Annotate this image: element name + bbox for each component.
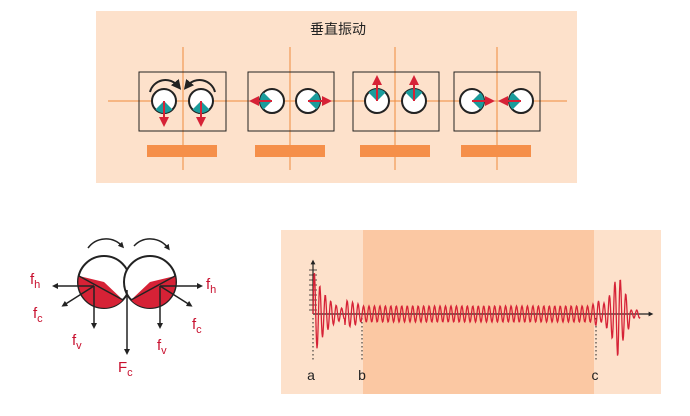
mode-box-3 (352, 71, 440, 132)
left-roll-rotation-arrow (87, 238, 125, 249)
label-fh-left: fh (30, 271, 40, 291)
mode-box-2 (247, 71, 335, 132)
top-panel-title: 垂直振动 (310, 21, 366, 37)
rotate-cw-arrow (149, 78, 182, 93)
marker-a: a (307, 367, 315, 383)
waveform-panel: a b c (281, 230, 661, 394)
label-bar-3 (360, 145, 430, 157)
top-panel: 垂直振动 (96, 11, 577, 183)
marker-b: b (358, 367, 366, 383)
label-fc-left: fc (33, 305, 43, 325)
label-bar-2 (255, 145, 325, 157)
mode-box-1 (138, 71, 227, 132)
label-fh-right: fh (206, 276, 216, 296)
vibration-waveform (312, 273, 641, 356)
label-fv-left: fv (72, 332, 82, 352)
marker-c: c (592, 367, 599, 383)
right-roll-rotation-arrow (133, 238, 170, 251)
label-Fc: Fc (118, 359, 133, 379)
rotate-ccw-arrow (183, 78, 216, 93)
force-diagram: fh fc fv Fc fv fc fh (30, 238, 216, 379)
label-fv-right: fv (157, 337, 167, 357)
label-bar-4 (461, 145, 531, 157)
label-bar-1 (147, 145, 217, 157)
label-fc-right: fc (192, 316, 202, 336)
mode-box-4 (453, 71, 541, 132)
